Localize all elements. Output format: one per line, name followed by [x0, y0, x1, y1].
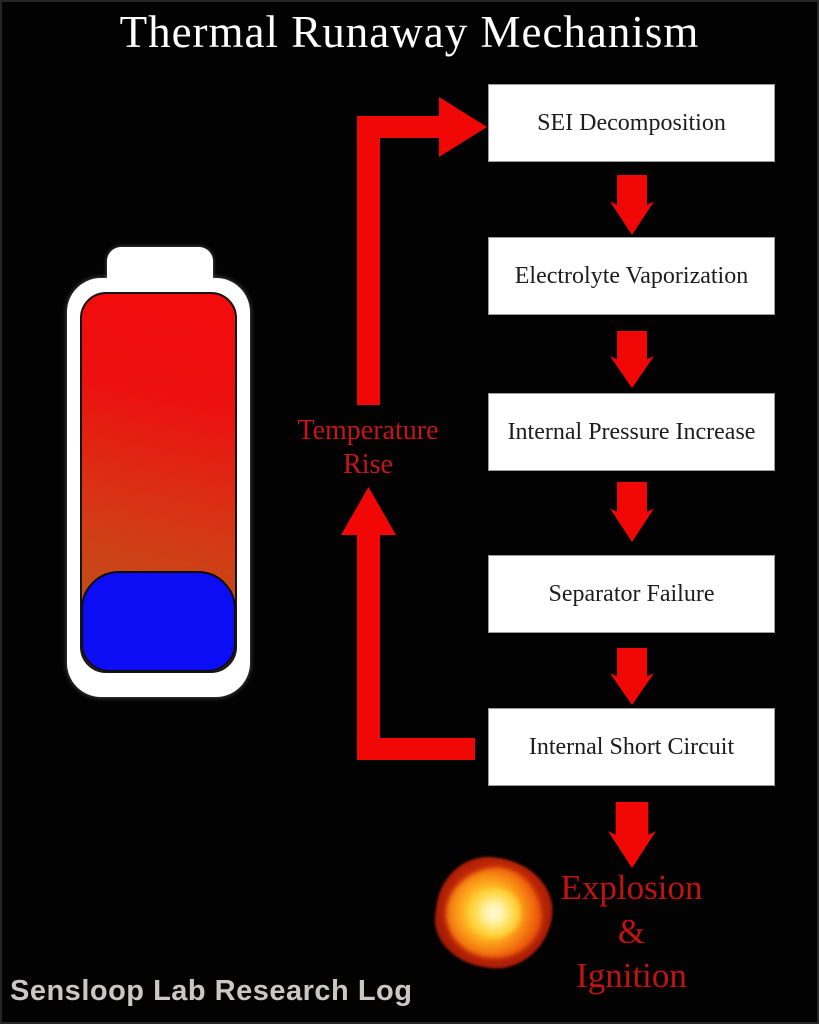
- explosion-core-glow: [467, 887, 521, 939]
- loop-vertical-bar-top: [357, 116, 380, 405]
- flow-step-sei-decomposition: SEI Decomposition: [488, 84, 775, 162]
- loop-vertical-bar-bottom: [357, 533, 380, 760]
- flow-step-label: Internal Short Circuit: [528, 733, 735, 760]
- flow-step-label: Internal Pressure Increase: [507, 418, 756, 445]
- flow-step-label: Electrolyte Vaporization: [514, 262, 749, 289]
- outcome-line2: &: [617, 912, 646, 951]
- battery-cool-charge: [82, 571, 235, 671]
- flow-arrow-down-icon: [610, 482, 654, 542]
- temperature-rise-line1: Temperature: [297, 415, 439, 446]
- flow-step-internal-short-circuit: Internal Short Circuit: [488, 708, 775, 786]
- loop-horizontal-bar-top: [357, 116, 443, 138]
- watermark-label: Sensloop Lab Research Log: [10, 975, 413, 1007]
- battery-hot-charge: [80, 292, 237, 673]
- flow-step-electrolyte-vaporization: Electrolyte Vaporization: [488, 237, 775, 315]
- loop-arrow-right-icon: [439, 97, 487, 157]
- flow-step-label: SEI Decomposition: [537, 109, 726, 136]
- outcome-line3: Ignition: [576, 956, 687, 995]
- flow-step-separator-failure: Separator Failure: [488, 555, 775, 633]
- flow-arrow-down-icon: [610, 331, 654, 388]
- outcome-label: Explosion & Ignition: [488, 866, 775, 998]
- explosion-icon: [428, 849, 560, 977]
- loop-horizontal-bar-bottom: [357, 738, 475, 760]
- page-title: Thermal Runaway Mechanism: [119, 7, 700, 57]
- temperature-rise-label: Temperature Rise: [276, 414, 460, 482]
- outcome-line1: Explosion: [560, 868, 703, 907]
- loop-arrow-up-icon: [341, 487, 396, 535]
- flow-step-label: Separator Failure: [548, 580, 715, 607]
- flow-arrow-down-icon: [608, 802, 656, 868]
- flow-step-internal-pressure-increase: Internal Pressure Increase: [488, 393, 775, 471]
- temperature-rise-line2: Rise: [343, 449, 393, 480]
- flow-arrow-down-icon: [610, 175, 654, 235]
- flow-arrow-down-icon: [610, 648, 654, 705]
